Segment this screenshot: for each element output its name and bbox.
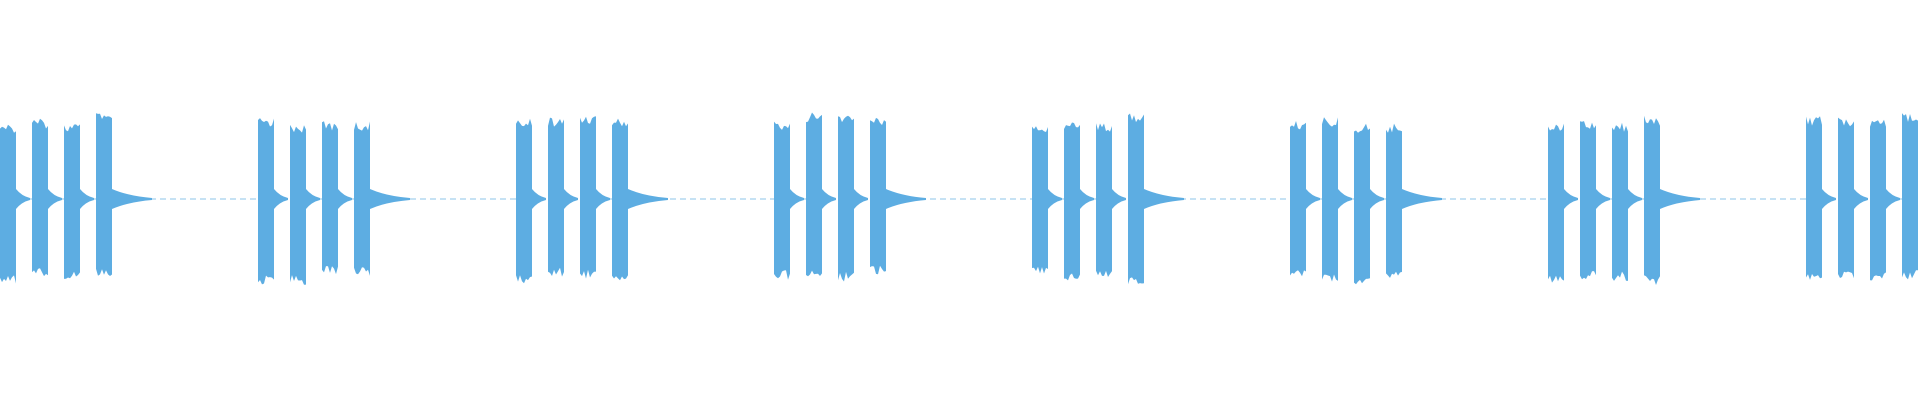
waveform-burst [1580, 121, 1596, 280]
waveform-burst [0, 124, 16, 284]
waveform-burst [1548, 123, 1564, 283]
waveform-decay [532, 189, 546, 209]
waveform-bursts [0, 112, 1918, 285]
waveform-burst [1064, 122, 1080, 281]
waveform-decay [1564, 189, 1578, 209]
waveform-burst [838, 115, 854, 282]
waveform-decay [80, 189, 94, 209]
waveform-burst [774, 121, 790, 280]
waveform-decay [790, 189, 804, 209]
waveform-decay [1854, 189, 1868, 209]
waveform-decay [886, 189, 926, 209]
waveform-burst [1096, 123, 1112, 277]
waveform-decay [1596, 189, 1610, 209]
waveform-decay [370, 189, 410, 209]
waveform-decay [306, 189, 320, 209]
waveform-burst [1806, 116, 1822, 280]
waveform-decay [1886, 189, 1900, 209]
waveform-burst [1386, 123, 1402, 278]
waveform-decay [16, 189, 30, 209]
waveform-burst [806, 112, 822, 277]
waveform-burst [32, 118, 48, 277]
waveform-decay [1306, 189, 1320, 209]
waveform-decay [628, 189, 668, 209]
waveform-burst [1870, 119, 1886, 281]
waveform-burst [322, 121, 338, 275]
waveform-decay [112, 189, 152, 209]
waveform-decay [596, 189, 610, 209]
waveform-burst [1838, 117, 1854, 279]
waveform-decay [1338, 189, 1352, 209]
waveform-burst [1644, 115, 1660, 285]
waveform-decay [1660, 189, 1700, 209]
waveform-decay [1144, 189, 1184, 209]
waveform-decay [1080, 189, 1094, 209]
waveform-burst [1902, 113, 1918, 280]
waveform-decay [1370, 189, 1384, 209]
waveform-decay [822, 189, 836, 209]
waveform-burst [1612, 122, 1628, 281]
waveform-burst [1032, 126, 1048, 274]
waveform-burst [354, 121, 370, 276]
waveform-burst [870, 117, 886, 275]
waveform-burst [1128, 113, 1144, 285]
waveform-burst [258, 118, 274, 285]
waveform-decay [1048, 189, 1062, 209]
waveform-decay [564, 189, 578, 209]
waveform-burst [64, 124, 80, 279]
waveform-burst [516, 118, 532, 284]
waveform-burst [1354, 123, 1370, 285]
waveform-burst [290, 124, 306, 285]
waveform-decay [854, 189, 868, 209]
waveform-burst [1290, 121, 1306, 277]
waveform-burst [580, 116, 596, 279]
waveform-burst [548, 117, 564, 277]
waveform-decay [1822, 189, 1836, 209]
waveform-burst [1322, 117, 1338, 282]
waveform-decay [1402, 189, 1442, 209]
waveform-burst [612, 118, 628, 281]
waveform-decay [274, 189, 288, 209]
waveform-decay [48, 189, 62, 209]
waveform-decay [1628, 189, 1642, 209]
waveform-decay [1112, 189, 1126, 209]
waveform-decay [338, 189, 352, 209]
waveform-burst [96, 113, 112, 276]
